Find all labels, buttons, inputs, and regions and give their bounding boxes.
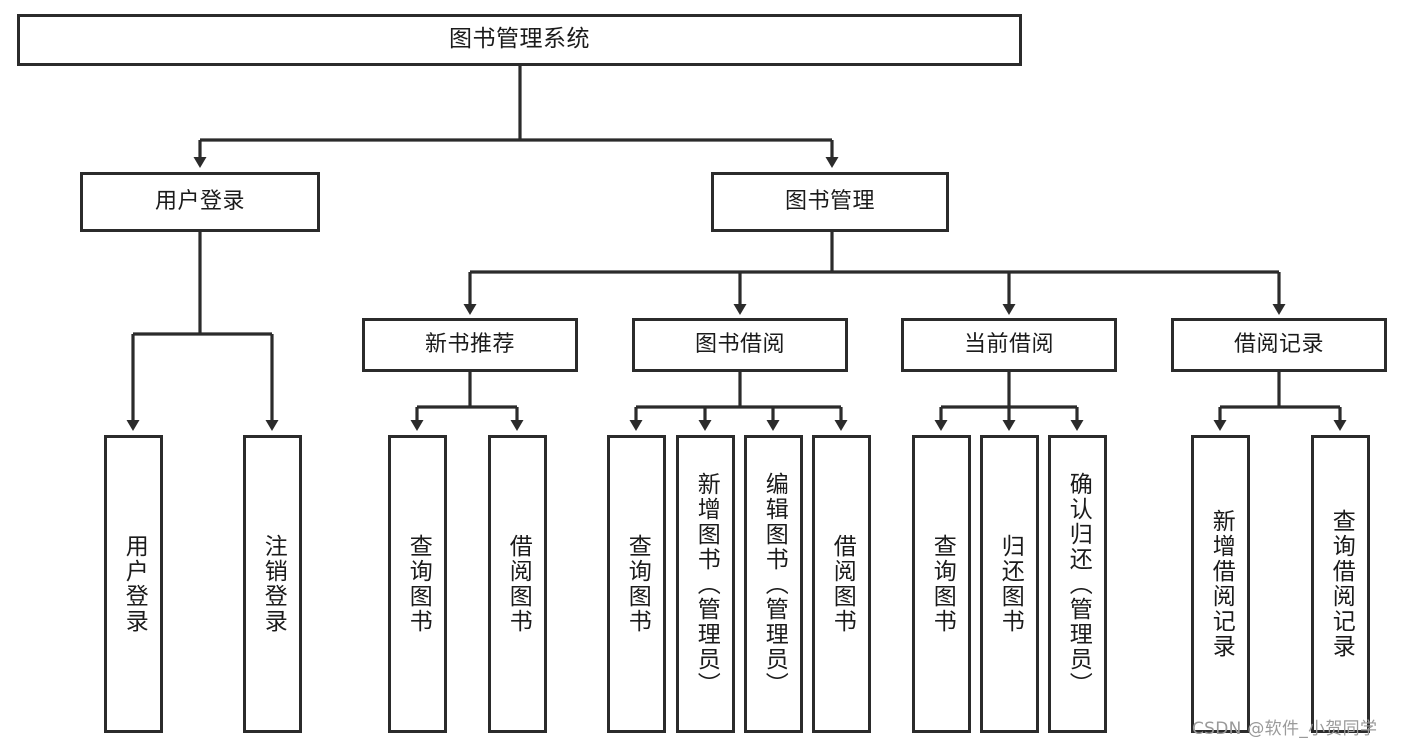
node-root[interactable]: 图书管理系统 bbox=[17, 14, 1022, 66]
node-leaf-user-login[interactable]: 用户登录 bbox=[104, 435, 163, 733]
node-leaf-cur-return[interactable]: 归还图书 bbox=[980, 435, 1039, 733]
node-leaf-cur-query[interactable]: 查询图书 bbox=[912, 435, 971, 733]
node-leaf-user-logout-label: 注销登录 bbox=[260, 534, 287, 634]
node-leaf-cur-confirm-label: 确认归还（管理员） bbox=[1065, 471, 1092, 697]
node-book-borrow[interactable]: 图书借阅 bbox=[632, 318, 848, 372]
node-leaf-borrow-query[interactable]: 查询图书 bbox=[607, 435, 666, 733]
node-root-label: 图书管理系统 bbox=[449, 26, 590, 53]
node-borrow-record-label: 借阅记录 bbox=[1233, 331, 1324, 357]
node-leaf-borrow-add-label: 新增图书（管理员） bbox=[693, 471, 720, 697]
node-current-borrow[interactable]: 当前借阅 bbox=[901, 318, 1117, 372]
node-book-manage[interactable]: 图书管理 bbox=[711, 172, 949, 232]
node-leaf-cur-confirm[interactable]: 确认归还（管理员） bbox=[1048, 435, 1107, 733]
node-new-book-rec-label: 新书推荐 bbox=[424, 331, 515, 357]
node-new-book-rec[interactable]: 新书推荐 bbox=[362, 318, 578, 372]
node-leaf-borrow-lend-label: 借阅图书 bbox=[829, 534, 856, 634]
node-leaf-cur-return-label: 归还图书 bbox=[997, 534, 1024, 634]
node-leaf-rec-borrow[interactable]: 借阅图书 bbox=[488, 435, 547, 733]
node-leaf-borrow-edit[interactable]: 编辑图书（管理员） bbox=[744, 435, 803, 733]
node-leaf-borrow-query-label: 查询图书 bbox=[624, 534, 651, 634]
node-leaf-rec-query[interactable]: 查询图书 bbox=[388, 435, 447, 733]
node-book-manage-label: 图书管理 bbox=[784, 188, 875, 214]
node-leaf-user-logout[interactable]: 注销登录 bbox=[243, 435, 302, 733]
csdn-watermark: CSDN @软件_小贺同学 bbox=[1192, 719, 1378, 739]
node-leaf-rec-add[interactable]: 新增借阅记录 bbox=[1191, 435, 1250, 733]
node-leaf-user-login-label: 用户登录 bbox=[121, 534, 148, 634]
node-book-borrow-label: 图书借阅 bbox=[694, 331, 785, 357]
node-user-login[interactable]: 用户登录 bbox=[80, 172, 320, 232]
node-leaf-rec-search[interactable]: 查询借阅记录 bbox=[1311, 435, 1370, 733]
node-current-borrow-label: 当前借阅 bbox=[963, 331, 1054, 357]
node-leaf-cur-query-label: 查询图书 bbox=[929, 534, 956, 634]
node-leaf-rec-query-label: 查询图书 bbox=[405, 534, 432, 634]
node-user-login-label: 用户登录 bbox=[154, 188, 245, 214]
node-leaf-rec-borrow-label: 借阅图书 bbox=[505, 534, 532, 634]
node-leaf-borrow-lend[interactable]: 借阅图书 bbox=[812, 435, 871, 733]
node-leaf-rec-search-label: 查询借阅记录 bbox=[1328, 509, 1355, 659]
node-borrow-record[interactable]: 借阅记录 bbox=[1171, 318, 1387, 372]
node-leaf-rec-add-label: 新增借阅记录 bbox=[1208, 509, 1235, 659]
node-leaf-borrow-edit-label: 编辑图书（管理员） bbox=[761, 471, 788, 697]
node-leaf-borrow-add[interactable]: 新增图书（管理员） bbox=[676, 435, 735, 733]
